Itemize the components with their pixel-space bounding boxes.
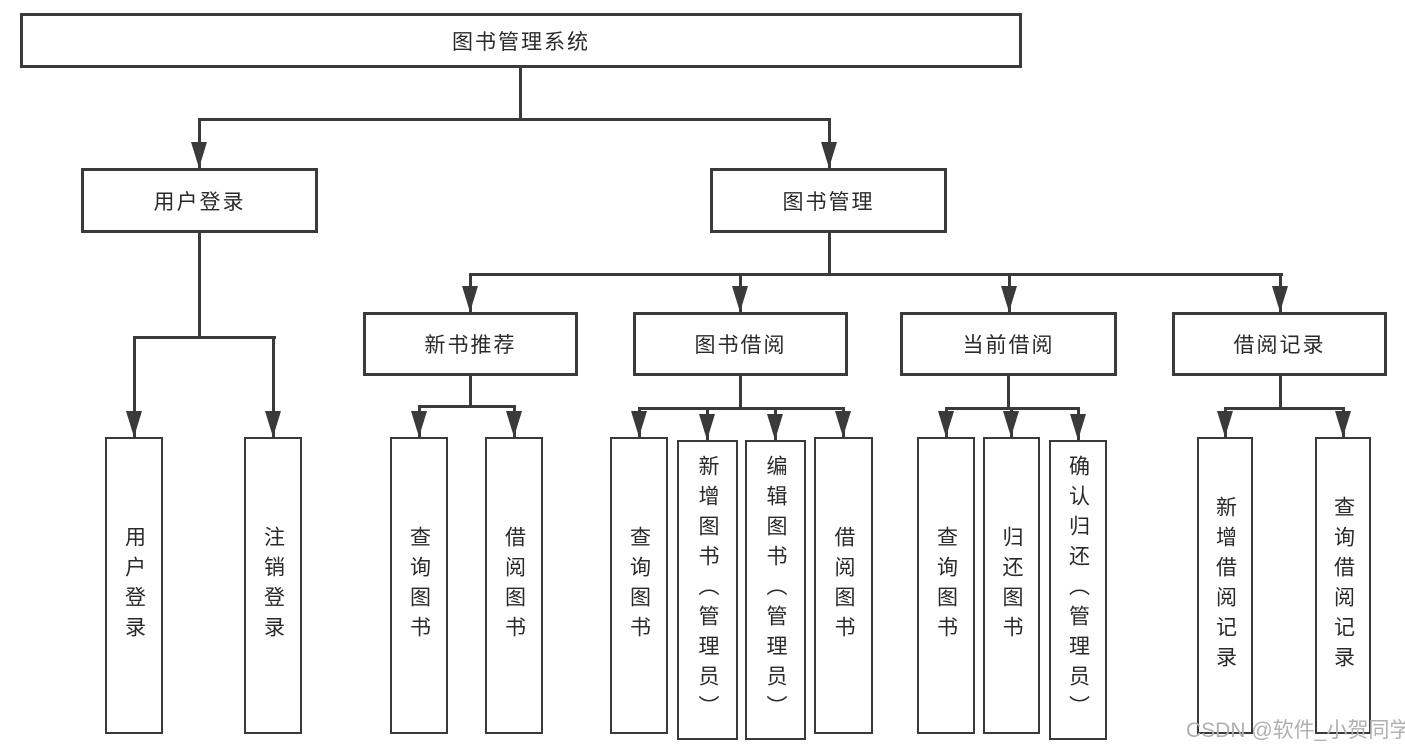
node-label: 图书管理 xyxy=(782,190,875,214)
node-label: 查询图书 xyxy=(407,525,431,646)
leaf-add-book-admin: 新增图书（管理员） xyxy=(677,440,738,740)
connector-line xyxy=(1007,376,1010,409)
node-label: 用户登录 xyxy=(153,190,246,214)
node-label: 借阅图书 xyxy=(832,525,855,646)
arrowhead-icon xyxy=(938,411,954,437)
arrowhead-icon xyxy=(835,411,851,437)
node-borrow-record: 借阅记录 xyxy=(1172,312,1387,376)
connector-line xyxy=(739,376,742,409)
leaf-query-book-2: 查询图书 xyxy=(610,437,668,734)
node-label: 新增图书（管理员） xyxy=(696,455,719,725)
leaf-edit-book-admin: 编辑图书（管理员） xyxy=(745,440,806,740)
arrowhead-icon xyxy=(191,142,207,168)
node-label: 借阅记录 xyxy=(1233,334,1326,357)
leaf-confirm-return-admin: 确认归还（管理员） xyxy=(1049,440,1107,740)
connector-line xyxy=(828,233,831,276)
leaf-query-book-1: 查询图书 xyxy=(390,437,448,734)
node-label: 图书管理系统 xyxy=(452,30,590,54)
connector-line xyxy=(519,68,522,121)
connector-line xyxy=(198,233,201,339)
connector-line xyxy=(469,273,1283,276)
node-label: 新增借阅记录 xyxy=(1213,495,1237,676)
arrowhead-icon xyxy=(821,142,837,168)
leaf-query-borrow-record: 查询借阅记录 xyxy=(1315,437,1371,734)
node-current-borrow: 当前借阅 xyxy=(900,312,1117,376)
arrowhead-icon xyxy=(1070,414,1086,440)
arrowhead-icon xyxy=(506,411,522,437)
node-label: 归还图书 xyxy=(1000,525,1023,646)
leaf-user-login: 用户登录 xyxy=(105,437,163,734)
connector-line xyxy=(272,336,275,437)
connector-line xyxy=(1279,376,1282,409)
node-label: 用户登录 xyxy=(122,525,146,646)
connector-line xyxy=(469,376,472,407)
leaf-borrow-book-2: 借阅图书 xyxy=(814,437,873,734)
node-label: 新书推荐 xyxy=(424,334,517,357)
leaf-add-borrow-record: 新增借阅记录 xyxy=(1197,437,1253,734)
arrowhead-icon xyxy=(732,286,748,312)
arrowhead-icon xyxy=(631,411,647,437)
leaf-query-book-3: 查询图书 xyxy=(917,437,975,734)
connector-line xyxy=(133,336,136,437)
arrowhead-icon xyxy=(699,414,715,440)
connector-line xyxy=(638,407,845,410)
node-user-login: 用户登录 xyxy=(81,168,318,233)
node-label: 查询图书 xyxy=(934,525,958,646)
node-label: 注销登录 xyxy=(261,525,285,646)
connector-line xyxy=(1224,407,1345,410)
arrowhead-icon xyxy=(126,411,142,437)
csdn-watermark: CSDN @软件_小贺同学 xyxy=(1186,719,1405,742)
arrowhead-icon xyxy=(1217,411,1233,437)
arrowhead-icon xyxy=(462,286,478,312)
node-label: 查询图书 xyxy=(627,525,651,646)
connector-line xyxy=(198,118,831,121)
connector-line xyxy=(418,405,516,408)
arrowhead-icon xyxy=(1335,411,1351,437)
node-label: 借阅图书 xyxy=(502,525,526,646)
arrowhead-icon xyxy=(1003,411,1019,437)
node-label: 查询借阅记录 xyxy=(1331,495,1355,676)
node-book-manage: 图书管理 xyxy=(710,168,947,233)
arrowhead-icon xyxy=(411,411,427,437)
node-new-book-recommend: 新书推荐 xyxy=(363,312,578,376)
arrowhead-icon xyxy=(1001,286,1017,312)
node-label: 确认归还（管理员） xyxy=(1066,455,1090,725)
arrowhead-icon xyxy=(1272,286,1288,312)
leaf-return-book: 归还图书 xyxy=(983,437,1040,734)
node-root: 图书管理系统 xyxy=(20,13,1022,68)
node-label: 当前借阅 xyxy=(962,334,1055,357)
node-label: 图书借阅 xyxy=(694,334,787,357)
arrowhead-icon xyxy=(767,414,783,440)
leaf-logout: 注销登录 xyxy=(244,437,302,734)
arrowhead-icon xyxy=(265,411,281,437)
node-label: 编辑图书（管理员） xyxy=(764,455,787,725)
connector-line xyxy=(133,336,276,339)
node-book-borrow: 图书借阅 xyxy=(633,312,848,376)
leaf-borrow-book-1: 借阅图书 xyxy=(485,437,543,734)
